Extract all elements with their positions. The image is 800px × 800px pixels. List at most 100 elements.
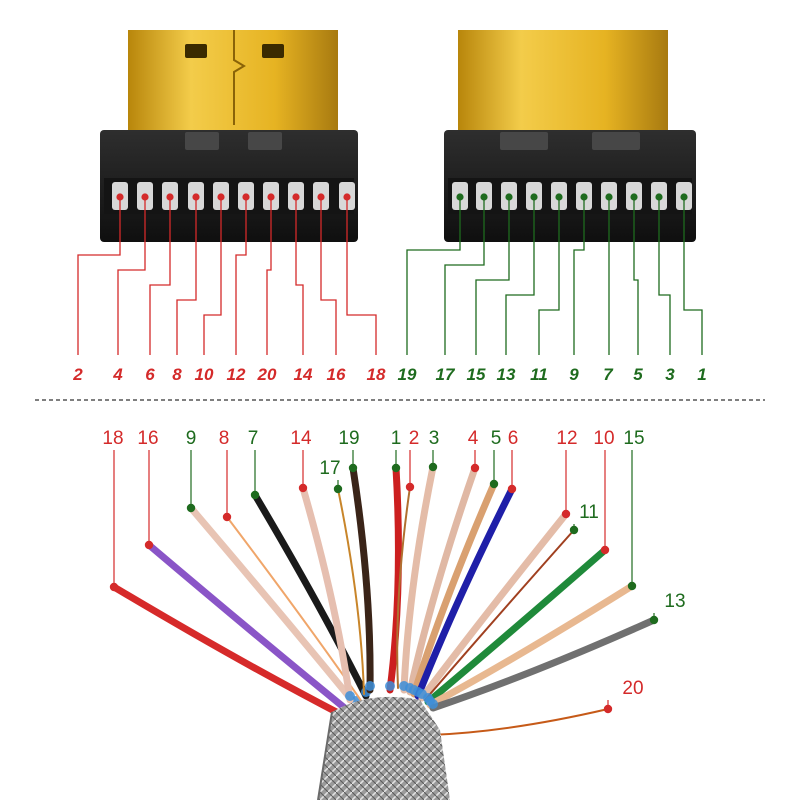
wire	[424, 546, 609, 706]
pin-leader-line	[117, 197, 146, 355]
pin-dot	[292, 193, 300, 201]
wire-number-label: 9	[186, 428, 197, 449]
wire-fan	[109, 450, 659, 736]
pin-leader-line	[77, 197, 121, 355]
pin-number-label: 7	[603, 365, 614, 384]
wire	[424, 529, 575, 701]
pin-dot	[655, 193, 663, 201]
pin-dot	[217, 193, 225, 201]
pin-dot	[555, 193, 563, 201]
wire-number-label: 8	[219, 428, 230, 449]
wire-number-label: 5	[491, 428, 502, 449]
pin-leader-line	[320, 197, 337, 355]
pin-number-label: 12	[227, 365, 246, 384]
wire	[429, 616, 658, 712]
pin-dot	[141, 193, 149, 201]
pin-leader-line	[406, 197, 461, 355]
pin-number-label: 20	[257, 365, 277, 384]
pin-number-label: 4	[112, 365, 123, 384]
pin-leader-line	[573, 197, 585, 355]
left-plug-seam	[233, 30, 246, 125]
wire	[337, 488, 365, 695]
wire-number-label: 14	[290, 428, 312, 449]
pin-number-label: 5	[633, 365, 643, 384]
pin-number-label: 8	[172, 365, 182, 384]
foil-wrap	[385, 681, 395, 691]
wire-number-label: 13	[664, 591, 685, 612]
pin-leader-line	[346, 197, 377, 355]
wire-number-label: 12	[556, 428, 577, 449]
pin-leader-line	[176, 197, 197, 355]
wire-number-label: 2	[409, 428, 420, 449]
wire	[299, 484, 354, 704]
pin-leader-line	[505, 197, 535, 355]
wire-number-label: 11	[579, 502, 599, 523]
pin-dot	[116, 193, 124, 201]
wire	[400, 463, 437, 694]
pin-dot	[530, 193, 538, 201]
pin-number-label: 1	[697, 365, 706, 384]
pin-number-label: 19	[398, 365, 417, 384]
pin-leader-line	[295, 197, 304, 355]
wire	[426, 582, 636, 709]
wire	[226, 516, 363, 703]
right-connector	[444, 30, 696, 242]
pin-dot	[480, 193, 488, 201]
pin-number-label: 10	[195, 365, 214, 384]
pin-leader-line	[266, 197, 272, 355]
pin-number-label: 13	[497, 365, 516, 384]
wire	[251, 491, 370, 700]
left-housing-notch	[185, 132, 219, 150]
pin-number-label: 15	[467, 365, 486, 384]
pin-dot	[456, 193, 464, 201]
left-housing-notch	[248, 132, 282, 150]
wire-number-label: 19	[338, 428, 359, 449]
pin-dot	[166, 193, 174, 201]
wire	[406, 464, 479, 696]
pin-number-label: 3	[665, 365, 675, 384]
pin-dot	[605, 193, 613, 201]
pin-leader-line	[149, 197, 171, 355]
wire-number-label: 18	[102, 428, 123, 449]
wire-number-label: 20	[622, 678, 643, 699]
pin-leader-line	[475, 197, 510, 355]
pin-dot	[505, 193, 513, 201]
pin-dot	[317, 193, 325, 201]
right-housing-notch	[592, 132, 640, 150]
wire-number-label: 7	[248, 428, 259, 449]
pin-number-label: 11	[530, 365, 548, 384]
pin-number-label: 16	[327, 365, 346, 384]
foil-wrap	[365, 681, 375, 691]
pin-leader-line	[444, 197, 485, 355]
foil-wrap	[345, 691, 355, 701]
wire	[110, 583, 348, 720]
wire	[429, 708, 609, 736]
pin-number-label: 9	[569, 365, 579, 384]
pin-leader-line	[203, 197, 222, 355]
wire	[145, 541, 356, 718]
pin-leader-line	[683, 197, 703, 355]
left-connector	[100, 30, 358, 242]
pin-leader-line	[633, 197, 639, 355]
wire	[396, 486, 411, 689]
pin-dot	[343, 193, 351, 201]
pin-number-label: 2	[72, 365, 83, 384]
wire-number-label: 15	[623, 428, 644, 449]
wire	[410, 480, 498, 698]
wire-number-label: 4	[468, 428, 479, 449]
wire-number-label: 10	[593, 428, 614, 449]
wire-number-label: 17	[319, 458, 340, 479]
left-plug-slot	[185, 44, 207, 58]
pin-number-label: 18	[367, 365, 386, 384]
pin-leader-lines	[77, 193, 703, 355]
pin-dot	[267, 193, 275, 201]
wire	[349, 464, 374, 694]
foil-wrap	[428, 699, 438, 709]
pin-dot	[680, 193, 688, 201]
left-plug-slot	[262, 44, 284, 58]
wire-number-label: 1	[391, 428, 402, 449]
pin-number-label: 6	[145, 365, 155, 384]
